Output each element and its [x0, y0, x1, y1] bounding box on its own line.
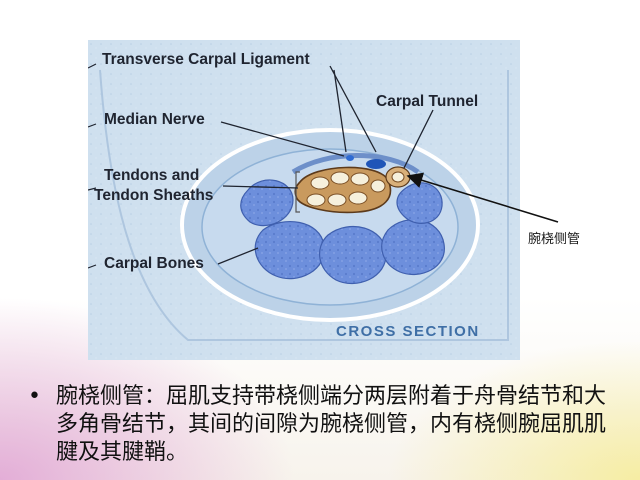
carpal-bone — [240, 179, 294, 227]
paragraph-text: 腕桡侧管：屈肌支持带桡侧端分两层附着于舟骨结节和大多角骨结节，其间的间隙为腕桡侧… — [56, 384, 607, 465]
bullet-paragraph: • 腕桡侧管：屈肌支持带桡侧端分两层附着于舟骨结节和大多角骨结节，其间的间隙为腕… — [28, 383, 608, 467]
leader-lines — [217, 65, 434, 265]
label-cross-section: CROSS SECTION — [336, 323, 480, 340]
figure-skin-outline — [99, 69, 509, 341]
tendon — [330, 171, 350, 185]
carpal-bone — [254, 221, 325, 280]
tendon — [327, 193, 347, 207]
label-tendons-line2: Tendon Sheaths — [94, 187, 213, 204]
label-carpal-bones: Carpal Bones — [104, 255, 204, 272]
tendon-label-bracket — [295, 171, 300, 213]
tendon — [370, 179, 386, 193]
carpal-bone — [319, 226, 387, 285]
transverse-carpal-ligament-band — [291, 153, 420, 175]
label-carpal-tunnel: Carpal Tunnel — [376, 93, 478, 110]
label-tendons-line1: Tendons and — [104, 167, 199, 184]
tendon-cluster — [294, 166, 411, 214]
label-transverse-carpal-ligament: Transverse Carpal Ligament — [102, 51, 310, 68]
carpal-tunnel-cross-section-figure: Transverse Carpal Ligament Median Nerve … — [88, 40, 520, 360]
edge-ticks — [88, 63, 97, 269]
median-nerve-fiber — [346, 155, 354, 161]
carpal-bone — [396, 182, 443, 224]
radial-canal-tendon — [391, 171, 405, 183]
tendon — [306, 193, 326, 207]
median-nerve — [366, 159, 386, 169]
callout-label-radial-canal: 腕桡侧管 — [528, 232, 581, 247]
label-median-nerve: Median Nerve — [104, 111, 205, 128]
tendon — [350, 172, 370, 186]
tendon — [348, 191, 368, 205]
carpal-bones — [240, 179, 445, 285]
bullet-marker: • — [28, 384, 41, 409]
tendon — [310, 176, 330, 190]
